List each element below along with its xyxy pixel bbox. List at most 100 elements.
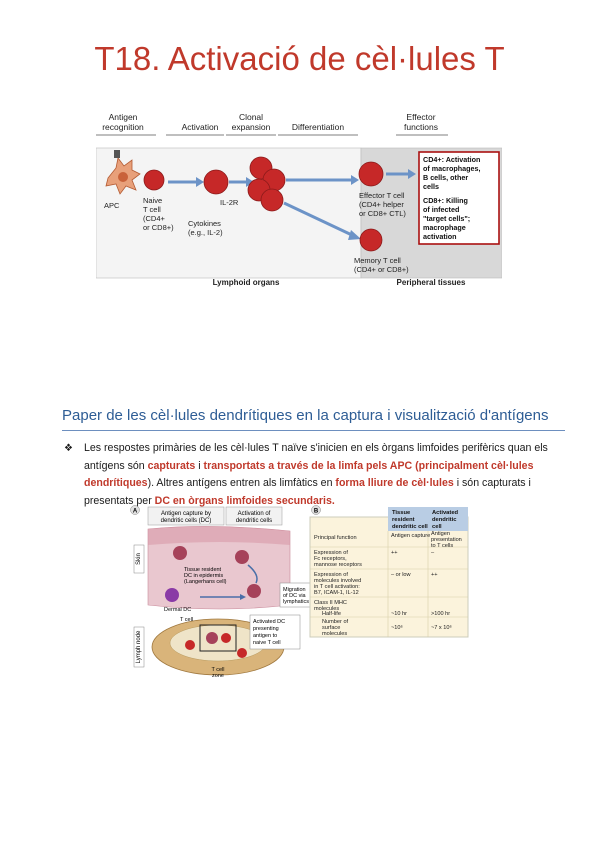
col2-l2: dendritic	[432, 517, 457, 523]
effector-label-2: (CD4+ helper	[359, 200, 404, 209]
mig-2: of DC via	[283, 593, 307, 599]
r1-c2b: presentation	[431, 537, 462, 543]
cytokines-example-label: (e.g., IL-2)	[188, 228, 223, 237]
box-line-8: macrophage	[423, 223, 466, 232]
dendritic-cell-figure: A Antigen capture by dendritic cells (DC…	[130, 505, 469, 677]
cytokines-label: Cytokines	[188, 219, 221, 228]
r1-c2a: Antigen	[431, 531, 450, 537]
text-run: i són capturats i presentats per	[84, 477, 531, 507]
naive-t-cell-icon	[143, 169, 165, 191]
trdc-2: DC in epidermis	[184, 573, 223, 579]
r5-c2: >100 hr	[431, 611, 450, 617]
r6-l3: molecules	[322, 631, 347, 637]
diamond-bullet-icon: ❖	[64, 443, 73, 454]
effector-t-cell-icon	[358, 161, 384, 187]
clonal-expansion-cells-icon	[247, 156, 286, 212]
panel-a-label: A	[133, 509, 138, 515]
text-run: .	[331, 494, 335, 507]
r3-l4: B7, ICAM-1, IL-12	[314, 590, 359, 596]
act-3: antigen to	[253, 633, 277, 639]
apc-cell-icon	[105, 150, 141, 195]
text-run: ). Altres antígens entren als limfàtics …	[147, 477, 336, 489]
trdc-1: Tissue resident	[184, 567, 222, 573]
fig1-header-clonal-l2: expansion	[232, 122, 271, 132]
memory-t-cell-icon	[359, 228, 383, 252]
col2-l1: Activated	[432, 510, 459, 516]
box-line-5: CD8+: Killing	[423, 196, 468, 205]
highlight-cell-free: forma lliure de cèl·lules	[335, 477, 454, 489]
activation-box	[199, 624, 237, 652]
fig1-header-differentiation: Differentiation	[292, 122, 345, 132]
heading-divider	[62, 430, 565, 431]
r5-c1: ~10 hr	[391, 611, 407, 617]
dermal-label: Dermal DC	[164, 607, 191, 613]
il2r-label: IL-2R	[220, 198, 239, 207]
box-line-4: cells	[423, 182, 439, 191]
paragraph-text: Les respostes primàries de les cèl·lules…	[84, 440, 564, 510]
r6-c2: ~7 x 10⁶	[431, 624, 452, 631]
highlight-dc-secondary: DC en òrgans limfoides secundaris	[154, 494, 332, 507]
r3-c1: – or low	[391, 572, 412, 578]
col1-l3: dendritic cell	[392, 524, 428, 530]
effector-functions-box	[418, 151, 500, 245]
naive-label-4: or CD8+)	[143, 223, 174, 232]
r3-l1: Expression of	[314, 572, 348, 578]
fig1-header-activation: Activation	[182, 122, 219, 132]
r6-l2: surface	[322, 625, 340, 631]
activated-t-cell-icon	[203, 169, 229, 195]
naive-label-1: Naive	[143, 196, 162, 205]
fig1-header-clonal-l1: Clonal	[239, 112, 263, 122]
lymph-node-label: Lymph node	[136, 630, 142, 663]
box-line-6: of infected	[423, 205, 459, 214]
migrating-dc-2-icon	[247, 584, 261, 598]
r4-l2: molecules	[314, 606, 339, 612]
box-line-9: activation	[423, 232, 457, 241]
col1-l1: Tissue	[392, 510, 411, 516]
act-4: naive T cell	[253, 640, 281, 646]
highlight-transported: transportats a través de la limfa pels A…	[203, 459, 413, 472]
fig1-header-antigen-recognition-l1: Antigen	[109, 112, 138, 122]
mig-3: lymphatics	[283, 599, 309, 605]
fig1-header-effector-l2: functions	[404, 122, 438, 132]
text-run: Les respostes primàries de les cèl·lules…	[84, 442, 548, 472]
col2-l3: cell	[432, 524, 442, 530]
effector-label-3: or CD8+ CTL)	[359, 209, 406, 218]
t-cell-label: T cell	[180, 617, 193, 623]
highlight-captured: capturats	[147, 459, 196, 472]
naive-label-2: T cell	[143, 205, 161, 214]
box-line-3: B cells, other	[423, 173, 468, 182]
section-heading: Paper de les cèl·lules dendrítiques en l…	[62, 407, 549, 424]
r2-l2: Fc receptors,	[314, 556, 347, 562]
box-line-2: of macrophages,	[423, 164, 481, 173]
body-paragraph: ❖ Les respostes primàries de les cèl·lul…	[64, 440, 564, 510]
r6-l1: Number of	[322, 619, 349, 625]
box-line-7: "target cells";	[423, 214, 470, 223]
t-cell-activation-figure: Antigen recognition Activation Clonal ex…	[96, 108, 502, 296]
act-2: presenting	[253, 626, 279, 632]
fig1-header-effector-l1: Effector	[406, 112, 435, 122]
a-head2-l2: dendritic cells	[236, 518, 272, 524]
r2-l1: Expression of	[314, 550, 348, 556]
a-head1-l2: dendritic cells (DC)	[161, 518, 212, 524]
naive-label-3: (CD4+	[143, 214, 166, 223]
mig-1: Migration	[283, 587, 306, 593]
dermal-dc-icon	[165, 588, 179, 602]
a-head1-l1: Antigen capture by	[161, 511, 211, 517]
r3-l2: molecules involved	[314, 578, 361, 584]
r4-l1: Class II MHC	[314, 600, 347, 606]
r1-c1: Antigen capture	[391, 533, 430, 539]
r2-c1: ++	[391, 550, 398, 556]
text-run: i	[195, 459, 204, 472]
panel-b-label: B	[314, 509, 319, 515]
r1-label: Principal function	[314, 535, 357, 541]
r2-c2: –	[431, 550, 435, 556]
text-run: (	[412, 459, 419, 472]
col1-l2: resident	[392, 517, 415, 523]
memory-label-1: Memory T cell	[354, 256, 401, 265]
memory-label-2: (CD4+ or CD8+)	[354, 265, 409, 274]
a-head2-l1: Activation of	[238, 511, 271, 517]
box-line-1: CD4+: Activation	[423, 155, 480, 164]
tzone-2: zone	[212, 673, 224, 677]
r2-l3: mannose receptors	[314, 562, 362, 568]
apc-label: APC	[104, 201, 120, 210]
